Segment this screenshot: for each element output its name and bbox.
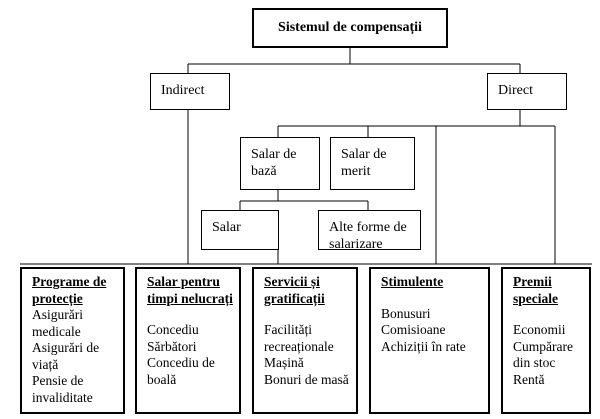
salar-label: Salar: [212, 220, 241, 235]
salar-merit-label: Salar de merit: [341, 147, 387, 179]
indirect-label: Indirect: [161, 83, 205, 98]
direct-label: Direct: [498, 83, 533, 98]
category-title: Programe de protecție: [32, 274, 107, 306]
salar-baza-box: Salar de bază: [240, 137, 320, 190]
category-title: Servicii și gratificații: [264, 274, 325, 306]
category-items: Concediu Sărbători Concediu de boală: [147, 322, 239, 388]
category-title: Salar pentru timpi nelucrați: [147, 274, 233, 306]
category-item: Asigurări medicale: [32, 307, 83, 339]
category-items: Bonusuri Comisioane Achiziții în rate: [381, 306, 488, 356]
category-item: Facilități recreaționale: [264, 322, 334, 354]
category-item: Asigurări de viață: [32, 340, 100, 372]
alte-forme-box: Alte forme de salarizare: [318, 210, 421, 250]
category-title: Premii speciale: [513, 274, 558, 306]
category-item: Concediu: [147, 322, 199, 337]
category-item: Mașină: [264, 355, 304, 370]
category-item: Cumpărare din stoc: [513, 338, 573, 371]
salar-box: Salar: [201, 210, 279, 250]
category-item: Rentă: [513, 371, 545, 387]
category-box-salar-timpi-nelucrati: Salar pentru timpi nelucrați Concediu Să…: [135, 267, 241, 414]
indirect-box: Indirect: [150, 73, 230, 110]
category-items: Economii Cumpărare din stoc Rentă: [513, 322, 589, 388]
category-item: Pensie de invaliditate: [32, 373, 93, 405]
category-item: Bonusuri: [381, 305, 431, 321]
category-box-programe-protectie: Programe de protecție Asigurări medicale…: [20, 267, 125, 414]
category-box-servicii-gratificatii: Servicii și gratificații Facilități recr…: [252, 267, 358, 414]
category-item: Concediu de boală: [147, 355, 215, 387]
category-item: Achiziții în rate: [381, 338, 466, 354]
category-items: Facilități recreaționale Mașină Bonuri d…: [264, 322, 356, 388]
salar-baza-label: Salar de bază: [251, 147, 297, 179]
category-item: Comisioane: [381, 322, 446, 337]
category-title: Stimulente: [381, 274, 444, 289]
alte-forme-label: Alte forme de salarizare: [329, 220, 407, 250]
category-item: Sărbători: [147, 338, 197, 354]
direct-box: Direct: [487, 73, 567, 110]
category-item: Economii: [513, 322, 566, 337]
category-box-stimulente: Stimulente Bonusuri Comisioane Achiziții…: [369, 267, 490, 414]
salar-merit-box: Salar de merit: [330, 137, 415, 190]
category-box-premii-speciale: Premii speciale Economii Cumpărare din s…: [501, 267, 591, 414]
root-box: Sistemul de compensații: [252, 8, 448, 48]
root-title: Sistemul de compensații: [278, 20, 422, 35]
category-item: Bonuri de masă: [264, 371, 349, 387]
